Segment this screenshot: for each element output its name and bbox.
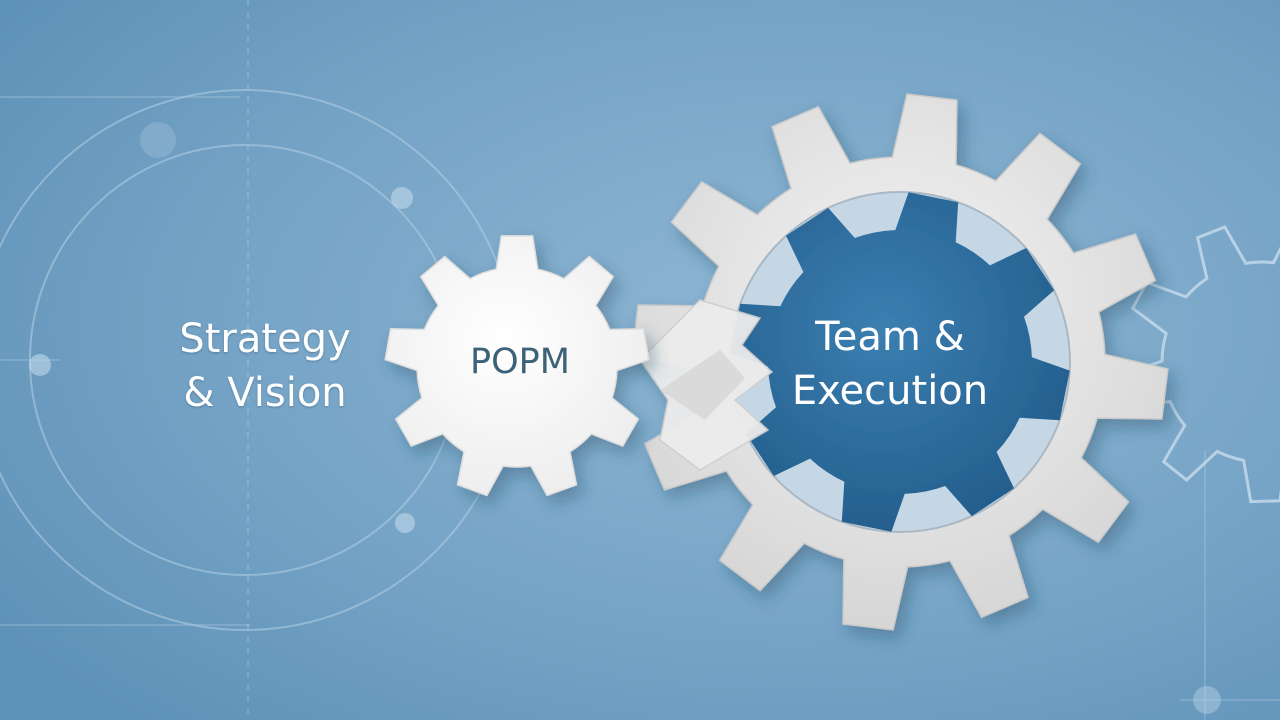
execution-line: Execution bbox=[791, 368, 989, 414]
team-line: Team & bbox=[815, 314, 965, 360]
background-dots bbox=[29, 122, 1221, 714]
partial-gear-outline bbox=[1120, 225, 1280, 504]
small-gear-icon bbox=[384, 235, 650, 497]
popm-label: POPM bbox=[470, 342, 570, 382]
strategy-line: Strategy bbox=[179, 316, 351, 362]
large-gear-icon bbox=[631, 93, 1169, 631]
strategy-vision-label: Strategy & Vision bbox=[125, 312, 405, 420]
vision-line: & Vision bbox=[183, 370, 347, 416]
team-execution-label: Team & Execution bbox=[755, 310, 1025, 418]
